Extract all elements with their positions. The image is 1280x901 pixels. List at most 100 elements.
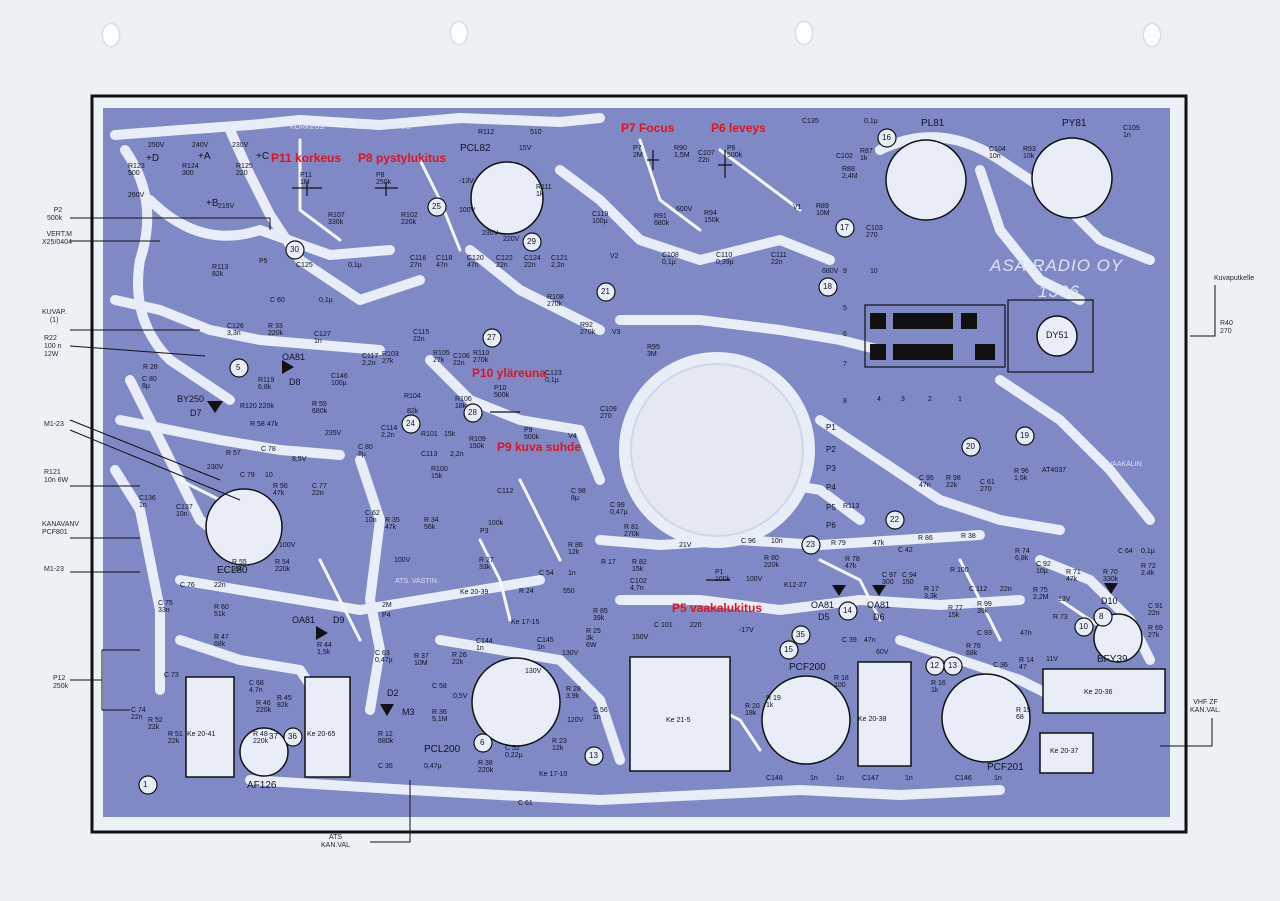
label-r25: R 25 3k 6W <box>586 628 601 649</box>
label-c99: C 99 0,47µ <box>610 502 628 516</box>
annotation-p6: P6 leveys <box>711 121 766 135</box>
label-r104: R104 <box>404 393 421 400</box>
label-p10: P10 500k <box>494 385 510 399</box>
label-r69: R 69 27k <box>1148 625 1163 639</box>
label-crt-p2: P2 <box>826 445 836 454</box>
label-1n-a: 1n <box>810 775 818 782</box>
label-v1: V1 <box>793 204 802 211</box>
if-cans <box>185 656 1166 778</box>
label-c96-value: 10n <box>771 538 783 545</box>
node-7-8: 8 <box>1099 612 1104 621</box>
label-pl81: PL81 <box>921 118 945 129</box>
label-oa81c: OA81 <box>811 600 835 610</box>
label-r75: R 75 2,2M <box>1033 587 1049 601</box>
label-r37: R 37 10M <box>414 653 429 667</box>
node-11: 12 <box>930 661 939 670</box>
label-c60-value: 0,1µ <box>319 297 333 304</box>
punch-hole <box>1144 24 1160 46</box>
label-c125-value: 0,1µ <box>348 262 362 269</box>
label-c35-value: 0,47µ <box>424 763 442 770</box>
label-r110: R110 270k <box>473 350 490 364</box>
label-pcl200: PCL200 <box>424 744 461 755</box>
label-port-10: 10 <box>870 268 878 275</box>
edge-r40: R40 270 <box>1220 320 1233 335</box>
label-m13v: -13V <box>459 178 474 185</box>
label-r48: R 48 220k <box>253 731 269 745</box>
label-r45: R 45 82k <box>277 695 292 709</box>
label-47k: 47k <box>873 540 885 547</box>
label-r98: R 98 22k <box>946 475 961 489</box>
label-r101-value: 15k <box>444 431 456 438</box>
diodes <box>207 360 1118 716</box>
node-19: 19 <box>1020 431 1029 440</box>
label-oa81d: OA81 <box>867 600 891 610</box>
label-korkeus-silk: KORKEUS <box>290 124 325 131</box>
label-c98: C 98 8µ <box>571 488 586 502</box>
board-frame <box>90 94 1188 834</box>
label-v2: V2 <box>610 253 619 260</box>
label-vaakalin: VAAKALIN. <box>1108 461 1144 468</box>
label-crt-p6: P6 <box>826 521 836 530</box>
node-14: 15 <box>784 645 793 654</box>
label-py81: PY81 <box>1062 118 1087 129</box>
annotation-p5: P5 vaakalukitus <box>672 601 763 615</box>
label-r44: R 44 1,5k <box>317 642 332 656</box>
label-r46: R 46 220k <box>256 700 272 714</box>
label-c119: C119 100µ <box>592 211 609 225</box>
label-r105: R105 27k <box>433 350 450 364</box>
label-ke1715: Ke 17-15 <box>511 619 540 626</box>
label-c75: C 75 33n <box>158 600 173 614</box>
label-p8: P8 250k <box>376 172 392 186</box>
label-r86: R 86 12k <box>568 542 583 556</box>
label-230v: 230V <box>232 142 249 149</box>
label-r12: R 12 680k <box>378 731 394 745</box>
label-r77: R 77 15k <box>948 605 963 619</box>
label-r119: R119 6,8k <box>258 377 275 391</box>
label-c123: C123 0,1µ <box>545 370 562 384</box>
label-r35: R 35 47k <box>385 517 400 531</box>
label-at4037: AT4037 <box>1042 467 1066 474</box>
label-c61: C 61 <box>518 800 533 807</box>
label-p9: P9 500k <box>524 427 540 441</box>
label-plus-a: +A <box>198 151 211 162</box>
label-c64: C 64 <box>1118 548 1133 555</box>
label-c112: C112 <box>497 488 514 495</box>
label-c110: C110 0,39µ <box>716 252 734 266</box>
node-9-10: 10 <box>1079 622 1088 631</box>
label-ecl80: ECL80 <box>217 565 248 576</box>
node-27: 27 <box>487 333 496 342</box>
label-r26: R 26 22k <box>452 652 467 666</box>
label-c117: C117 2,2n <box>362 353 379 367</box>
label-r38: R 38 220k <box>478 760 494 774</box>
node-12-b: 13 <box>589 751 598 760</box>
label-r71: R 71 47k <box>1066 569 1081 583</box>
label-r33: R 33 220k <box>268 323 284 337</box>
label-r78: R 78 47k <box>845 556 860 570</box>
label-r24-value: 550 <box>563 588 575 595</box>
label-r55: R 55 3M <box>232 559 247 573</box>
node-15: 35 <box>796 630 805 639</box>
label-r94: R94 150k <box>704 210 720 224</box>
label-r104-value: 82k <box>407 408 419 415</box>
label-pcl82: PCL82 <box>460 143 491 154</box>
label-v3: V3 <box>612 329 621 336</box>
label-r14: R 14 47 <box>1019 657 1034 671</box>
label-d6: D6 <box>873 612 885 622</box>
label-r57: R 57 <box>226 450 241 457</box>
label-r86b: R 86 <box>918 535 933 542</box>
label-r92: R92 270k <box>580 322 596 336</box>
node-30: 30 <box>290 245 299 254</box>
label-230v-c: 230V <box>207 464 224 471</box>
label-r59: R 59 680k <box>312 401 328 415</box>
label-port-8: 8 <box>843 398 847 405</box>
label-c147: C147 <box>862 775 879 782</box>
label-c118: C118 47n <box>436 255 453 269</box>
label-c112b-value: 22n <box>1000 586 1012 593</box>
label-ke2038: Ke 20-38 <box>858 716 887 723</box>
label-c52: C 52 0,22µ <box>505 745 523 759</box>
label-r20: R 20 18k <box>745 703 760 717</box>
label-d7: D7 <box>190 408 202 418</box>
label-r90: R90 1,5M <box>674 145 690 159</box>
